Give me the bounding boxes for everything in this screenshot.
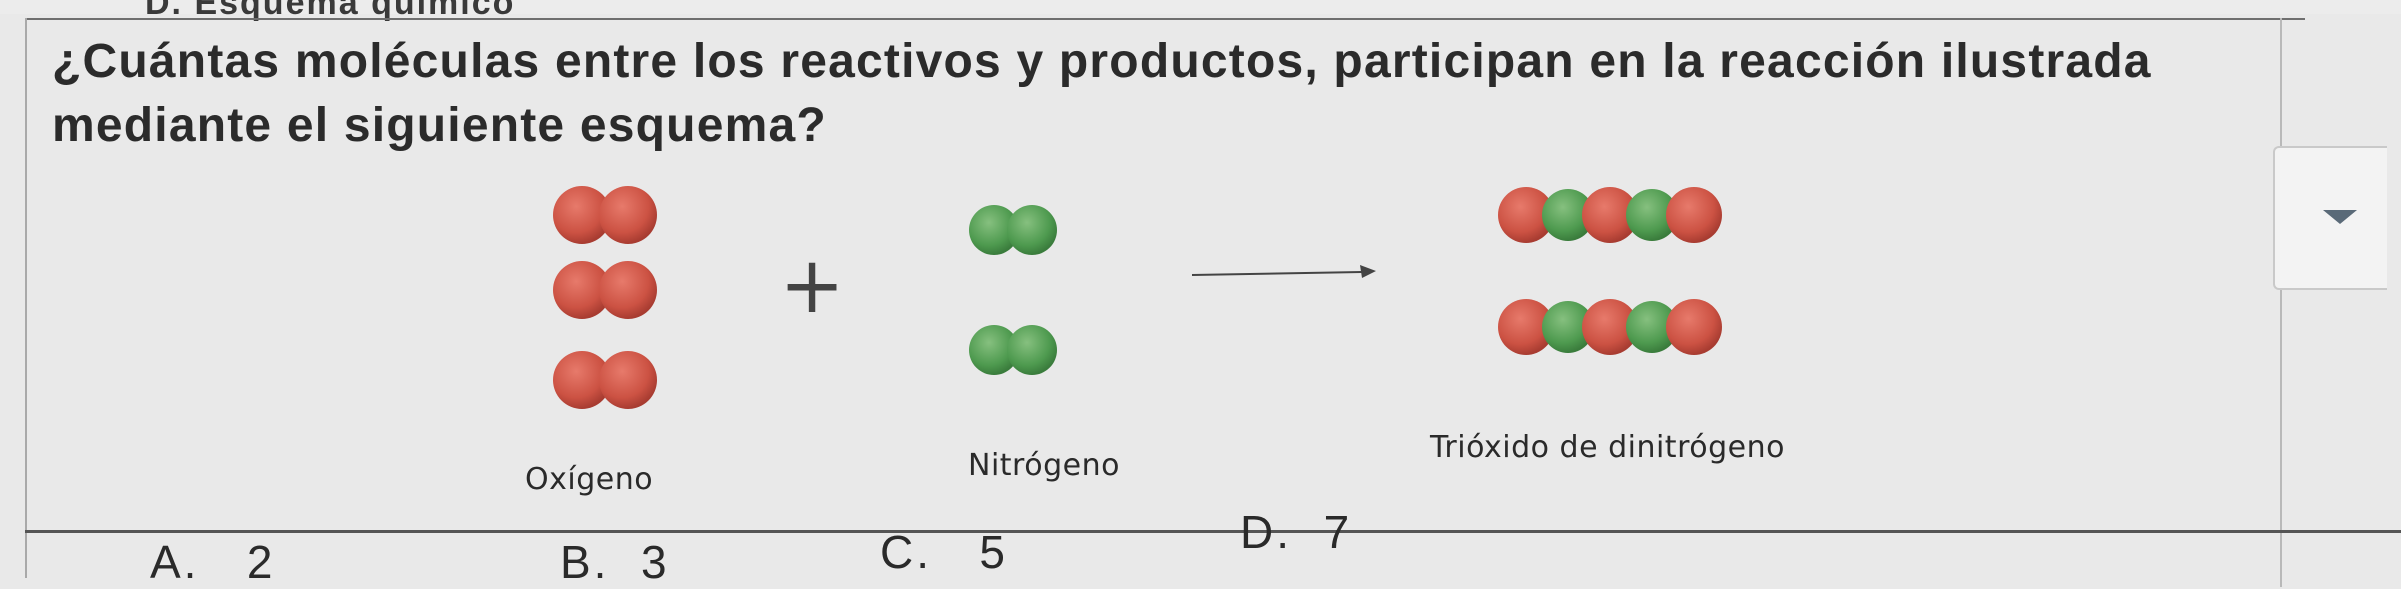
option-value: 2	[246, 536, 276, 588]
nitrogen-molecule	[969, 205, 1057, 255]
product-molecule	[1498, 299, 1722, 355]
option-d[interactable]: D. 7	[1240, 505, 1352, 559]
option-b[interactable]: B. 3	[560, 535, 670, 589]
option-value: 5	[979, 526, 1008, 578]
product-molecule	[1498, 187, 1722, 243]
reaction-arrow	[1191, 265, 1376, 278]
option-c[interactable]: C. 5	[880, 525, 1008, 579]
previous-option-label: D. Esquema químico	[145, 0, 516, 22]
oxygen-molecule	[553, 351, 657, 409]
divider-bottom	[25, 530, 2401, 533]
nitrogen-molecule	[969, 325, 1057, 375]
option-letter: D.	[1240, 506, 1292, 558]
oxygen-molecule	[553, 186, 657, 244]
top-strip	[0, 0, 2401, 14]
answer-dropdown[interactable]	[2273, 146, 2387, 290]
divider-right	[2280, 18, 2282, 587]
option-a[interactable]: A. 2	[150, 535, 275, 589]
plus-sign: +	[779, 241, 844, 331]
option-value: 7	[1323, 506, 1353, 558]
option-letter: A.	[150, 536, 200, 588]
question-text: ¿Cuántas moléculas entre los reactivos y…	[52, 35, 2152, 152]
option-letter: B.	[560, 536, 610, 588]
divider-left	[25, 18, 27, 578]
chevron-down-icon	[2323, 210, 2357, 224]
nitrogen-label: Nitrógeno	[968, 448, 1120, 483]
option-value: 3	[641, 536, 670, 588]
divider-top	[25, 18, 2305, 20]
oxygen-molecule	[553, 261, 657, 319]
option-letter: C.	[880, 526, 932, 578]
product-label: Trióxido de dinitrógeno	[1430, 430, 1785, 465]
oxygen-label: Oxígeno	[525, 462, 654, 497]
